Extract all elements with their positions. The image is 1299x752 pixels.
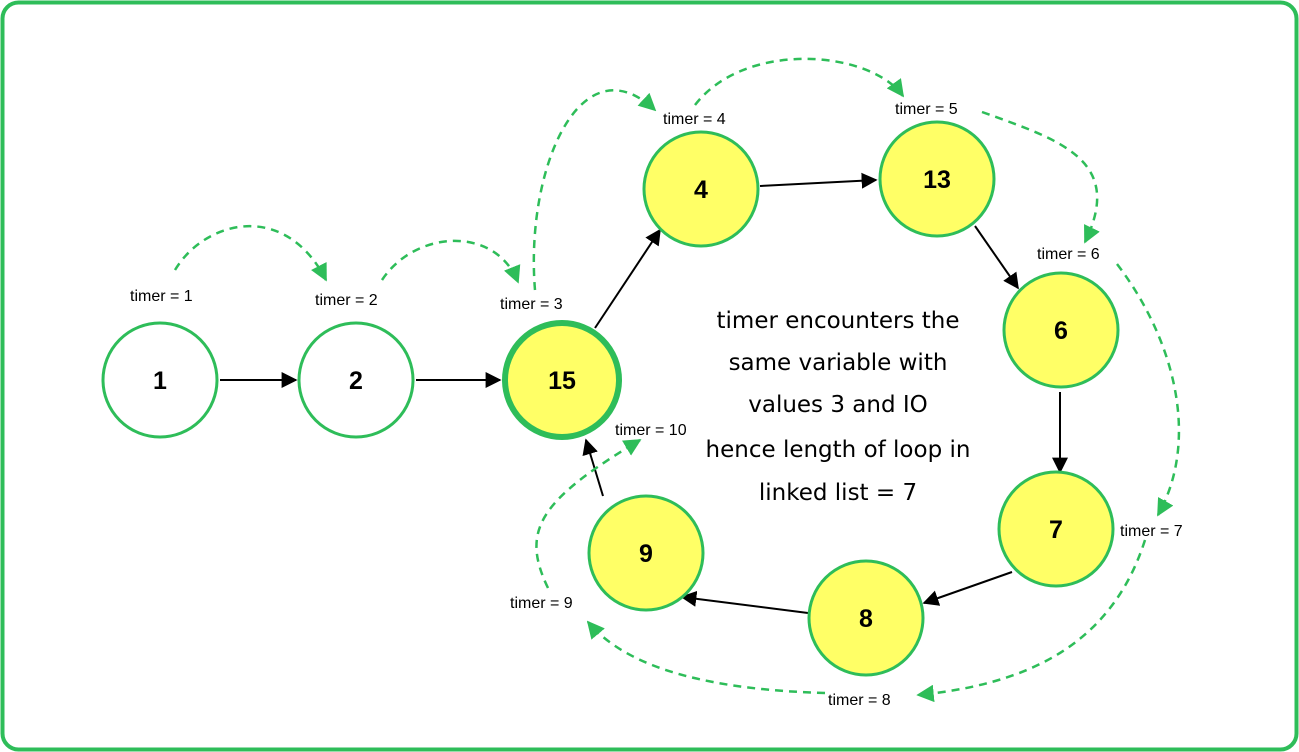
node-7: 7 [997, 470, 1115, 588]
node-circle [1002, 271, 1120, 389]
link-13-to-6 [974, 225, 1019, 290]
timer-label-6: timer = 6 [1037, 246, 1100, 263]
node-8: 8 [807, 559, 925, 677]
node-label: 13 [923, 166, 951, 194]
list-links [220, 172, 1068, 614]
timer-label-1: timer = 1 [130, 288, 193, 305]
node-label: 1 [153, 367, 167, 395]
timer-label-8: timer = 8 [828, 692, 891, 709]
timer-label-3: timer = 3 [500, 296, 563, 313]
timer-label-4: timer = 4 [663, 111, 726, 128]
node-13: 13 [878, 120, 996, 238]
node-circle [642, 130, 760, 248]
timer-arrow-5 [981, 110, 1100, 244]
timer-label-9: timer = 9 [510, 595, 573, 612]
note-line-1: timer encounters the [717, 308, 960, 334]
node-label: 6 [1054, 317, 1068, 345]
node-9: 9 [587, 494, 705, 612]
node-circle [807, 559, 925, 677]
note-line-4: hence length of loop in [706, 437, 971, 463]
timer-arrow-2 [380, 239, 521, 284]
timer-arrow-3 [532, 89, 657, 291]
node-label: 8 [859, 605, 873, 633]
timer-label-10: timer = 10 [615, 422, 687, 439]
node-circle [502, 320, 622, 440]
timer-label-7: timer = 7 [1120, 523, 1183, 540]
note-line-2: same variable with [729, 350, 948, 376]
link-4-to-13 [759, 172, 878, 189]
node-15: 15 [502, 320, 622, 440]
node-1: 1 [101, 321, 219, 439]
timer-labels: timer = 1 timer = 2 timer = 3 timer = 4 … [130, 101, 1183, 709]
node-label: 7 [1049, 516, 1063, 544]
node-circle [297, 321, 415, 439]
node-4: 4 [642, 130, 760, 248]
timer-arrow-7 [916, 539, 1147, 703]
node-circle [997, 470, 1115, 588]
timer-arrow-4 [694, 57, 905, 106]
node-circle [587, 494, 705, 612]
link-15-to-4 [594, 228, 661, 329]
node-label: 15 [548, 367, 576, 395]
node-circle [101, 321, 219, 439]
node-label: 9 [639, 540, 653, 568]
timer-arrow-9 [535, 438, 642, 589]
link-7-to-8 [922, 571, 1013, 606]
explanation-note: timer encounters the same variable with … [706, 308, 971, 506]
note-line-5: linked list = 7 [759, 480, 917, 506]
node-6: 6 [1002, 271, 1120, 389]
timer-label-2: timer = 2 [315, 292, 378, 309]
timer-arrow-8 [586, 620, 826, 695]
timer-arrows [173, 57, 1181, 703]
link-8-to-9 [680, 590, 809, 614]
node-label: 4 [694, 176, 708, 204]
timer-arrow-1 [173, 225, 328, 282]
note-line-3: values 3 and IO [748, 392, 928, 418]
node-circle [878, 120, 996, 238]
node-2: 2 [297, 321, 415, 439]
timer-label-5: timer = 5 [895, 101, 958, 118]
node-label: 2 [349, 367, 363, 395]
